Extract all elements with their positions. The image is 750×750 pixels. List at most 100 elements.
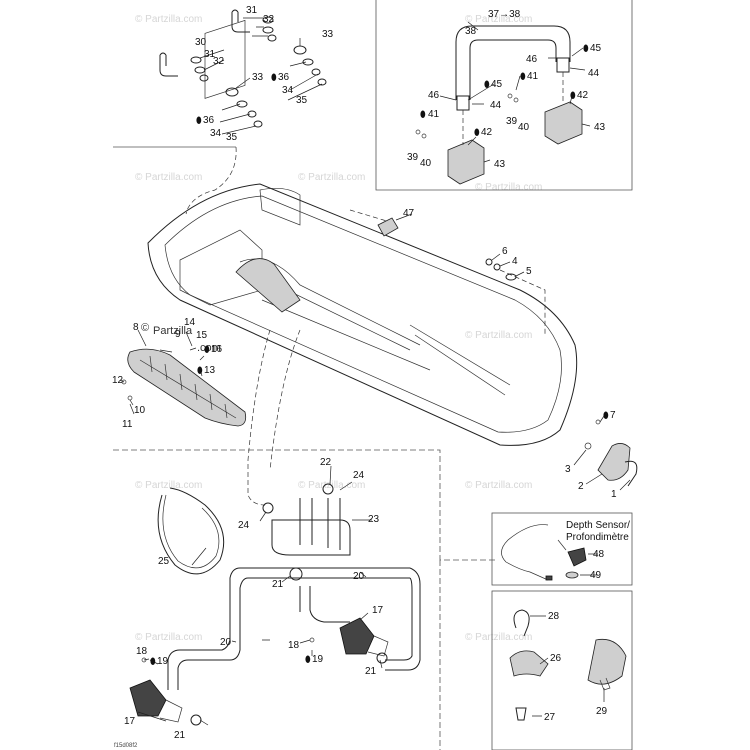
callout-26: 26 — [550, 653, 562, 664]
callout-8: 8 — [133, 322, 139, 333]
clip-bracket — [204, 19, 246, 99]
callout-21: 21 — [365, 666, 377, 677]
clamp-parts: 28 26 29 27 — [509, 609, 627, 723]
handle-bar-outer — [455, 25, 571, 100]
hose-20-right — [385, 567, 421, 671]
handle-block-right — [544, 101, 583, 145]
sensor-cable — [501, 524, 549, 581]
callout-42: 42 — [481, 127, 493, 138]
callout-28: 28 — [548, 611, 560, 622]
callout-43: 43 — [494, 159, 506, 170]
hull — [147, 146, 578, 506]
callout-25: 25 — [158, 556, 170, 567]
callout-40: 40 — [420, 158, 432, 169]
callout-32: 32 — [263, 14, 275, 25]
callout-1: 1 — [611, 489, 617, 500]
callout-39: 39 — [407, 152, 419, 163]
callout-32: 32 — [213, 56, 225, 67]
watermarks: © Partzilla.com © Partzilla.com © Partzi… — [135, 14, 542, 643]
watermark: © Partzilla.com — [135, 172, 202, 183]
hose-run-dashed — [247, 329, 271, 506]
callout-45: 45 — [590, 43, 602, 54]
watermark: © Partzilla.com — [135, 14, 202, 25]
depth-sensor-subtitle: Profondimètre — [566, 532, 629, 543]
handle-sleeve-left — [456, 95, 470, 111]
washer-stack-upper — [262, 16, 327, 86]
drain-plug-parts: 47 6 4 5 — [377, 208, 532, 281]
callout-13: 13 — [204, 365, 216, 376]
callout-18: 18 — [136, 646, 148, 657]
watermark: © Partzilla.com — [465, 480, 532, 491]
callout-17: 17 — [124, 716, 136, 727]
callout-39: 39 — [506, 116, 518, 127]
watermark-brand: Partzilla — [153, 325, 193, 337]
hull-seat-bulge — [259, 188, 301, 226]
callout-12: 12 — [112, 375, 124, 386]
watermark: © Partzilla.com — [135, 632, 202, 643]
drop-icon: ⬮ — [520, 72, 526, 82]
handle-block-left — [447, 139, 485, 185]
handlebar-assembly: 37→38 38 46 ⬮ 45 44 ⬮ 41 ⬮ 42 46 ⬮ 45 44… — [407, 9, 606, 185]
depth-sensor-box — [491, 512, 633, 586]
callout-37-38: 37→38 — [488, 9, 521, 20]
drop-icon: ⬮ — [204, 345, 210, 355]
clamp-26 — [509, 650, 549, 677]
callout-6: 6 — [502, 246, 508, 257]
callout-18: 18 — [288, 640, 300, 651]
callout-21: 21 — [174, 730, 186, 741]
bilge-pump-assembly: 22 24 24 23 25 21 20 17 18 ⬮ 19 21 20 18… — [124, 457, 421, 741]
callout-41: 41 — [527, 71, 539, 82]
clip-lead-dashed — [185, 146, 237, 215]
drop-icon: ⬮ — [484, 80, 490, 90]
callout-40: 40 — [518, 122, 530, 133]
callout-11: 11 — [122, 419, 133, 430]
drop-icon: ⬮ — [570, 91, 576, 101]
section-boxes — [113, 0, 633, 750]
side-rail — [127, 348, 247, 427]
pump-17-left — [129, 679, 167, 717]
callout-36: 36 — [203, 115, 215, 126]
callout-19: 19 — [312, 654, 324, 665]
callout-20: 20 — [353, 571, 365, 582]
callout-22: 22 — [320, 457, 332, 468]
callout-30: 30 — [195, 37, 207, 48]
clamp-29 — [587, 638, 627, 685]
clip-upper — [231, 9, 250, 33]
nose-plate — [597, 443, 631, 481]
hose-20 — [167, 567, 410, 690]
screw-27 — [515, 707, 527, 721]
callout-17: 17 — [372, 605, 384, 616]
handle-sleeve-right — [556, 57, 570, 73]
hose-loop-23 — [271, 519, 351, 556]
hose-21 — [299, 586, 350, 623]
callout-35: 35 — [226, 132, 238, 143]
clip-28 — [513, 609, 530, 637]
hose-23-tubes — [299, 498, 341, 550]
depth-sensor-title: Depth Sensor/ — [566, 520, 630, 531]
side-rail-assembly: 8 © Partzilla .com 14 9 15 ⬮ 16 ⬮ 13 12 … — [112, 317, 247, 430]
callout-41: 41 — [428, 109, 440, 120]
callout-24: 24 — [353, 470, 365, 481]
callout-31: 31 — [246, 5, 258, 16]
watermark: © Partzilla.com — [135, 480, 202, 491]
sensor-connector — [545, 575, 553, 581]
callout-35: 35 — [296, 95, 308, 106]
callout-43: 43 — [594, 122, 606, 133]
hull-driveshaft — [235, 258, 301, 313]
callout-34: 34 — [210, 128, 222, 139]
callout-10: 10 — [134, 405, 146, 416]
callout-44: 44 — [588, 68, 600, 79]
callout-48: 48 — [593, 549, 605, 560]
drop-icon: ⬮ — [583, 44, 589, 54]
pump-17-right — [339, 617, 375, 655]
callout-14: 14 — [184, 317, 196, 328]
callout-44: 44 — [490, 100, 502, 111]
seal-49 — [565, 571, 579, 579]
lower-section-border — [113, 449, 496, 561]
callout-7: 7 — [610, 410, 616, 421]
callout-47: 47 — [403, 208, 415, 219]
callout-29: 29 — [596, 706, 608, 717]
drop-icon: ⬮ — [197, 366, 203, 376]
plug-47 — [377, 217, 399, 237]
callout-27: 27 — [544, 712, 556, 723]
